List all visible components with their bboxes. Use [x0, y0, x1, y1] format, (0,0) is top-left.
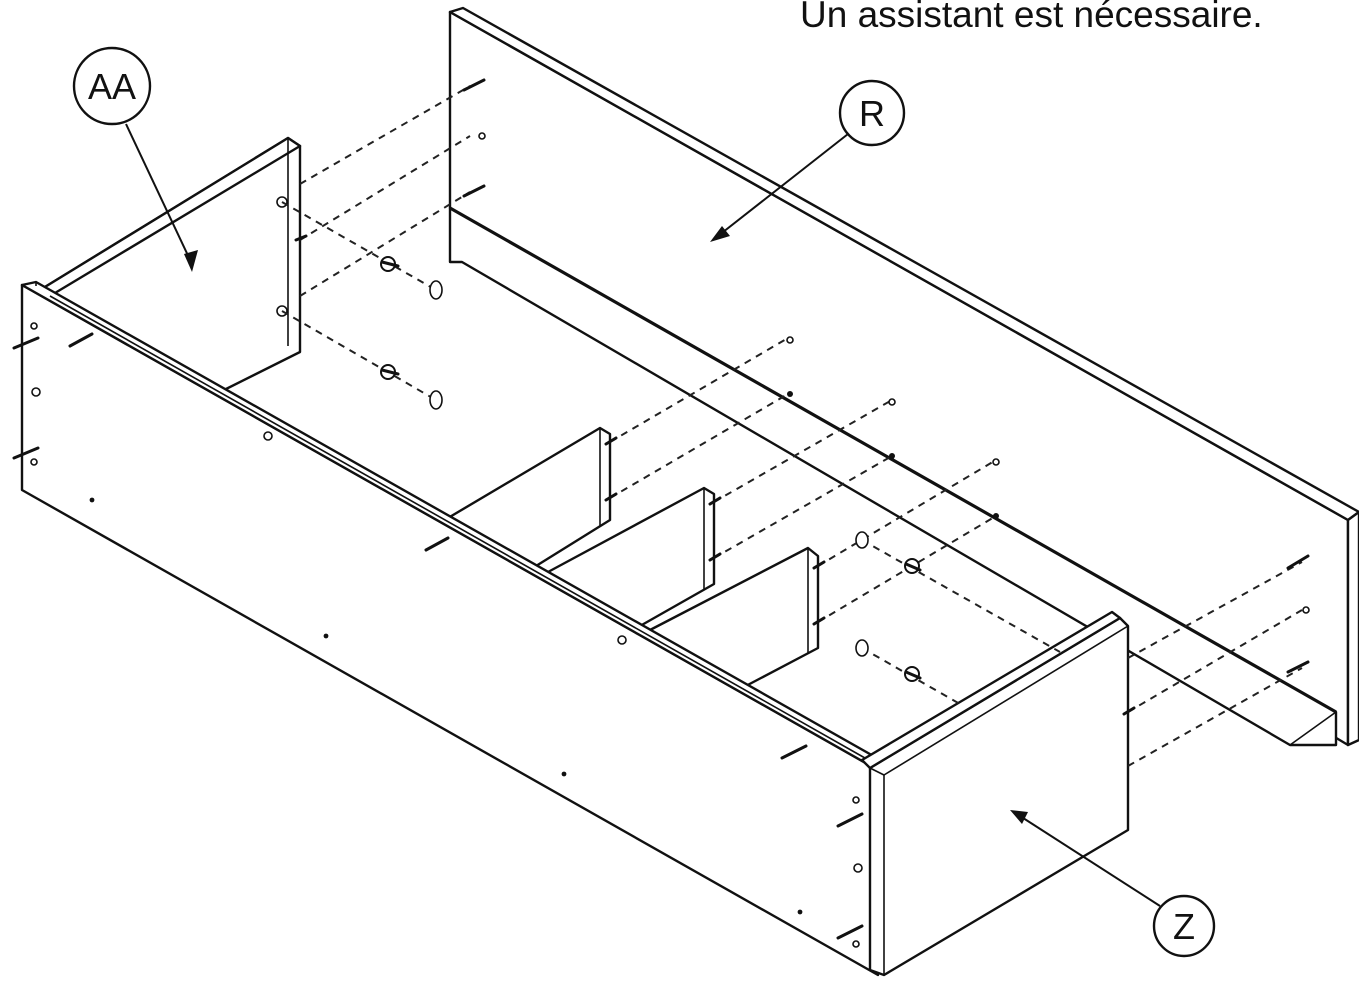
cam-lock-aa-bottom [380, 364, 443, 410]
callout-z-label: Z [1173, 906, 1195, 947]
callout-z: Z [1010, 810, 1216, 958]
callout-r-label: R [859, 93, 885, 134]
cam-lock-z-top [855, 531, 922, 574]
callout-r: R [710, 79, 906, 242]
callout-aa-label: AA [88, 66, 136, 107]
bolts [12, 78, 1310, 948]
panel-z [860, 610, 1130, 977]
assistant-note: Un assistant est nécessaire. [800, 0, 1263, 35]
panel-r [448, 6, 1359, 747]
cam-lock-z-bottom [855, 639, 922, 682]
callout-aa: AA [72, 46, 198, 272]
cam-lock-aa-top [380, 256, 443, 300]
